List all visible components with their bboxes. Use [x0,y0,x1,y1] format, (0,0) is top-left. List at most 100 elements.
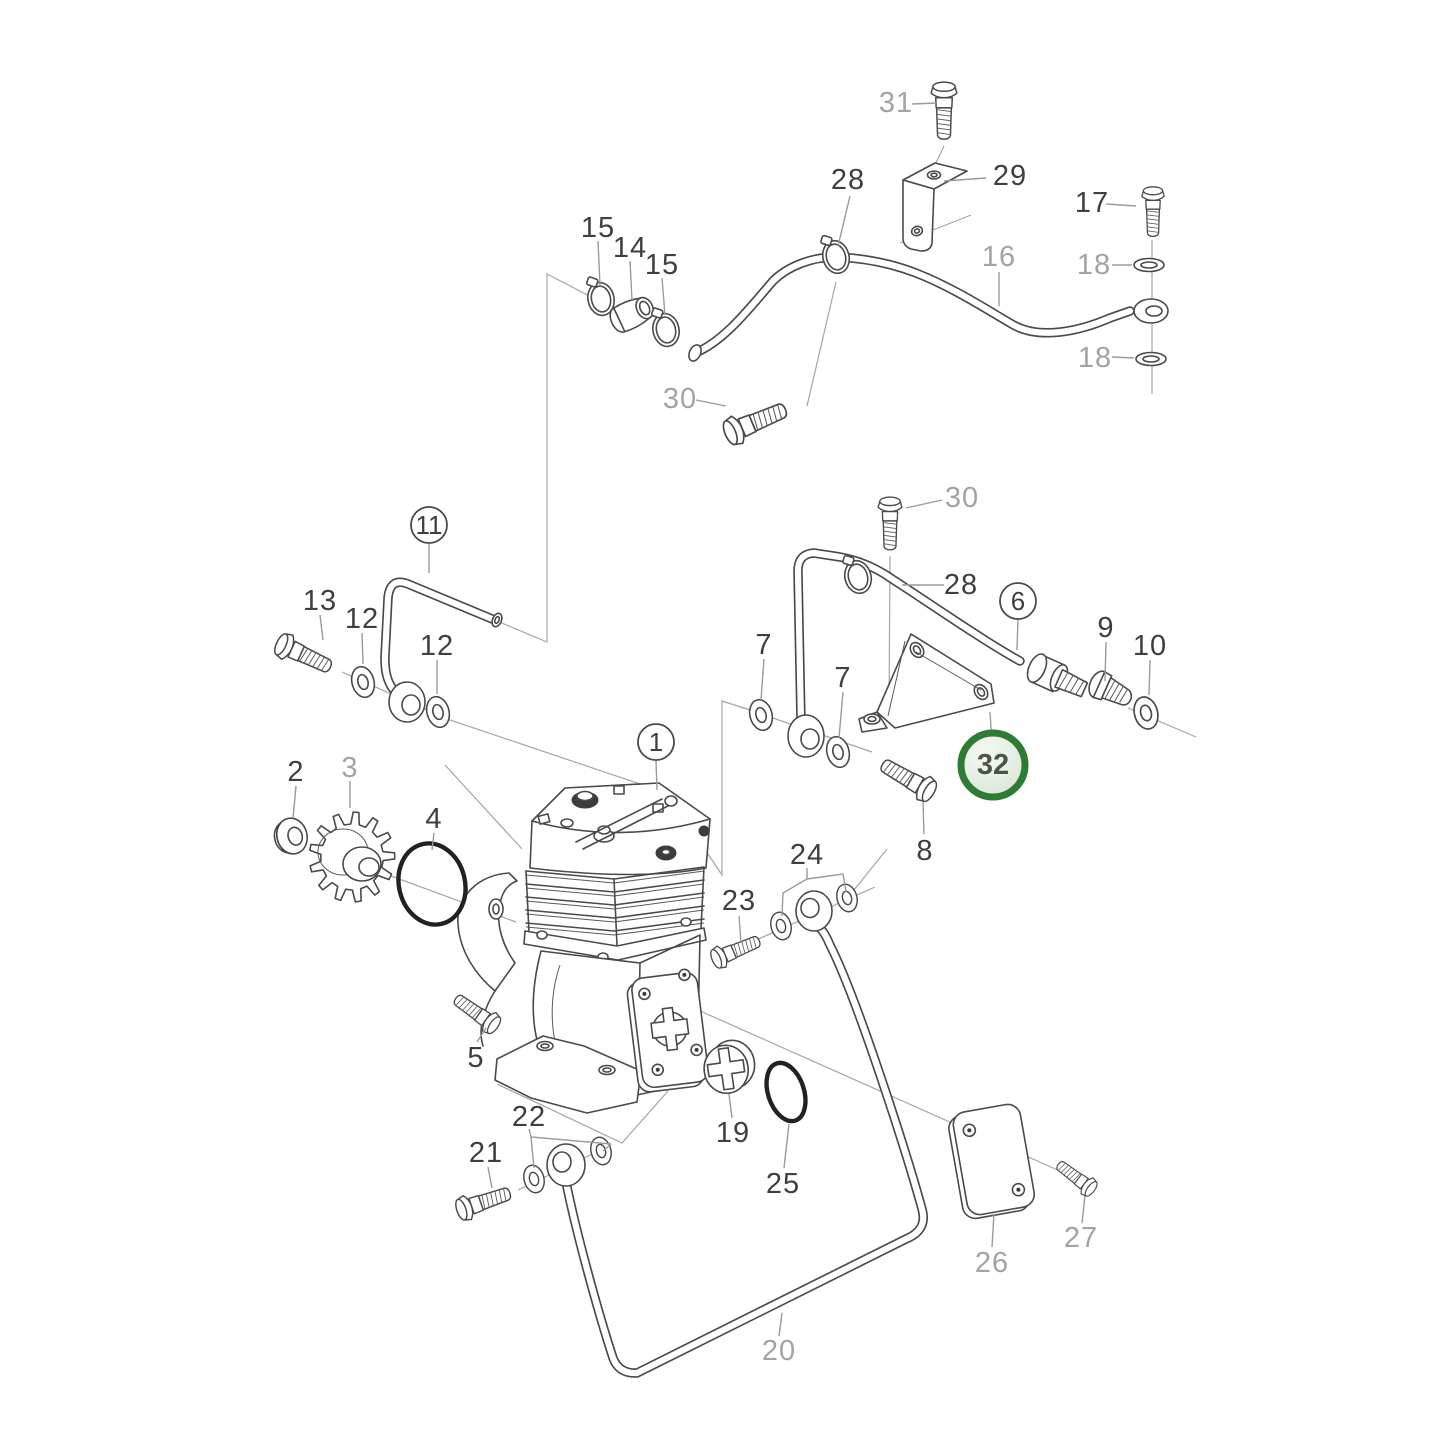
part-bolt-8 [875,751,941,806]
callout-8[interactable]: 8 [916,835,933,867]
callout-2[interactable]: 2 [287,756,304,788]
svg-text:8: 8 [916,835,933,867]
callout-23[interactable]: 23 [722,885,756,917]
callout-29[interactable]: 29 [993,160,1027,192]
callout-3[interactable]: 3 [341,752,358,784]
svg-text:32: 32 [977,749,1009,781]
callout-9[interactable]: 9 [1097,612,1114,644]
part-nut-2 [273,817,309,855]
svg-text:28: 28 [944,569,978,601]
callout-28[interactable]: 28 [944,569,978,601]
callout-22[interactable]: 22 [512,1101,546,1133]
part-bolt-21 [452,1180,515,1224]
part-union-pipe6 [1026,653,1089,698]
callout-1[interactable]: 1 [637,723,675,761]
svg-text:29: 29 [993,160,1027,192]
callout-16[interactable]: 16 [982,241,1016,273]
part-oring-25 [764,1060,808,1124]
leader-lines [292,102,1151,1337]
callout-27[interactable]: 27 [1064,1222,1098,1254]
callout-13[interactable]: 13 [303,585,337,617]
callout-11[interactable]: 11 [410,506,448,544]
part-washer-7b [822,733,854,771]
callout-12[interactable]: 12 [420,630,454,662]
part-bracket-29 [902,162,968,252]
part-bolt-17 [1141,186,1165,238]
callout-24[interactable]: 24 [790,839,824,871]
svg-text:30: 30 [663,383,697,415]
svg-text:6: 6 [1011,586,1025,616]
part-washer-12a [347,663,379,701]
svg-text:5: 5 [467,1042,484,1074]
svg-text:10: 10 [1133,630,1167,662]
part-clamp-28a [816,229,854,278]
part-bolt-5 [448,988,505,1038]
callout-32-highlighted[interactable]: 32 [957,729,1029,801]
part-plate-26 [948,1103,1036,1220]
svg-text:24: 24 [790,839,824,871]
callout-7[interactable]: 7 [834,662,851,694]
svg-text:15: 15 [645,249,679,281]
part-washer-18a [1133,257,1165,273]
svg-text:13: 13 [303,585,337,617]
callout-21[interactable]: 21 [469,1137,503,1169]
part-washer-24a [767,909,795,943]
svg-text:31: 31 [879,87,913,119]
callout-5[interactable]: 5 [467,1042,484,1074]
svg-text:21: 21 [469,1137,503,1169]
svg-text:11: 11 [416,510,443,540]
callout-19[interactable]: 19 [716,1117,750,1149]
callout-30[interactable]: 30 [945,482,979,514]
svg-text:28: 28 [831,164,865,196]
part-oring-4 [396,841,468,927]
part-banjo-16 [1133,298,1169,324]
callout-10[interactable]: 10 [1133,630,1167,662]
callout-6[interactable]: 6 [999,582,1037,620]
callout-7[interactable]: 7 [755,629,772,661]
callout-15[interactable]: 15 [645,249,679,281]
callout-30[interactable]: 30 [663,383,697,415]
svg-text:25: 25 [766,1168,800,1200]
svg-text:30: 30 [945,482,979,514]
part-washer-7a [745,696,777,734]
part-compressor-1 [457,782,711,1114]
part-banjo-6 [787,714,825,758]
part-banjo-22 [546,1143,586,1187]
callout-31[interactable]: 31 [879,87,913,119]
callout-17[interactable]: 17 [1075,187,1109,219]
part-bolt-31 [930,81,958,140]
svg-text:16: 16 [982,241,1016,273]
part-pipe-6 [793,548,1025,727]
part-bracket-32 [858,633,995,733]
part-bolt-30a [718,394,792,450]
callout-12[interactable]: 12 [345,603,379,635]
callout-4[interactable]: 4 [425,803,442,835]
part-disc-19 [703,1039,756,1095]
part-pipe-16 [688,252,1135,362]
svg-text:9: 9 [1097,612,1114,644]
callout-18[interactable]: 18 [1077,249,1111,281]
svg-text:12: 12 [420,630,454,662]
callout-28[interactable]: 28 [831,164,865,196]
callout-25[interactable]: 25 [766,1168,800,1200]
part-bolt-13 [270,629,337,681]
callout-15[interactable]: 15 [581,212,615,244]
callout-20[interactable]: 20 [762,1335,796,1367]
callout-14[interactable]: 14 [613,232,647,264]
svg-text:3: 3 [341,752,358,784]
part-bolt-27 [1051,1155,1101,1200]
part-banjo-11 [388,681,426,723]
svg-text:7: 7 [834,662,851,694]
svg-text:27: 27 [1064,1222,1098,1254]
callout-26[interactable]: 26 [975,1247,1009,1279]
callout-18[interactable]: 18 [1078,342,1112,374]
part-fitting-9 [1088,670,1133,706]
part-washer-12b [422,693,454,731]
part-hose-14 [609,296,655,333]
svg-text:4: 4 [425,803,442,835]
part-bolt-23 [707,929,765,972]
svg-text:14: 14 [613,232,647,264]
